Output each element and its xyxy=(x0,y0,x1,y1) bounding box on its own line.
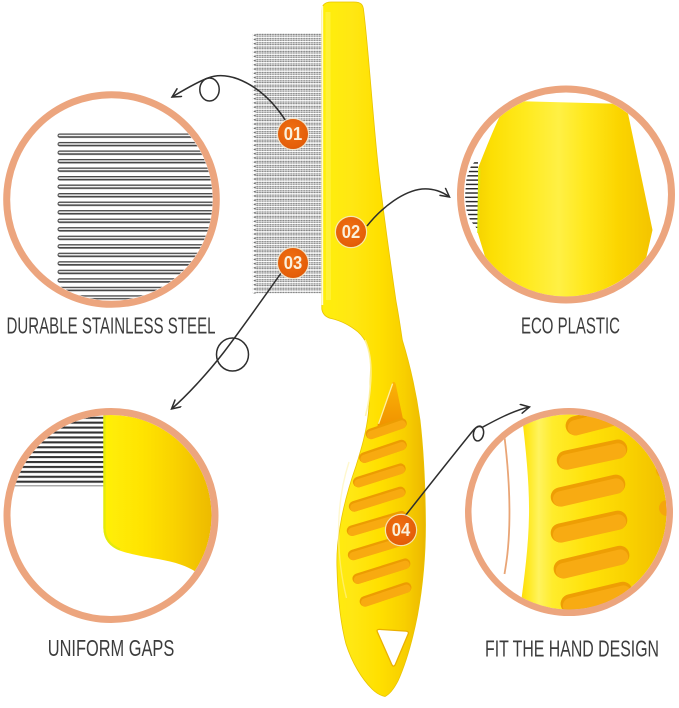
svg-text:ECO PLASTIC: ECO PLASTIC xyxy=(521,313,620,339)
svg-text:FIT THE HAND DESIGN: FIT THE HAND DESIGN xyxy=(485,636,659,662)
svg-text:UNIFORM GAPS: UNIFORM GAPS xyxy=(48,635,175,661)
svg-text:02: 02 xyxy=(342,222,361,242)
svg-text:03: 03 xyxy=(284,253,303,273)
svg-text:DURABLE STAINLESS STEEL: DURABLE STAINLESS STEEL xyxy=(7,313,216,339)
svg-text:01: 01 xyxy=(284,124,303,144)
svg-text:04: 04 xyxy=(392,520,411,540)
